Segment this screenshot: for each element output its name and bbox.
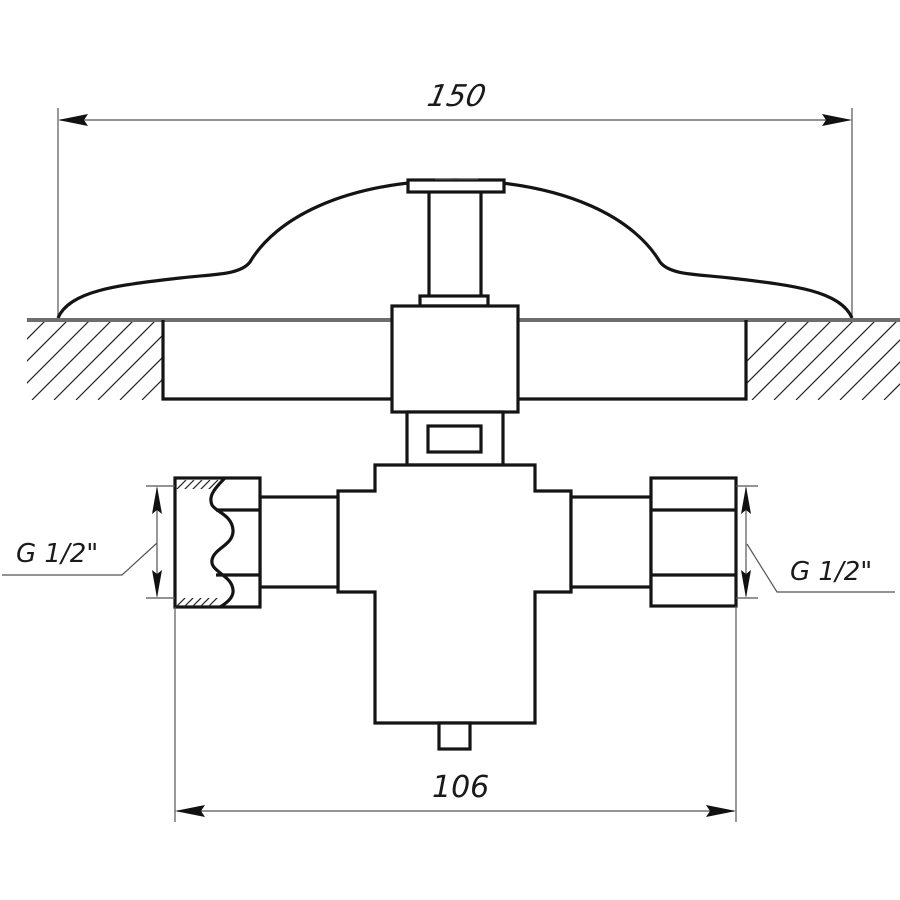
thread-hatching-bottom bbox=[175, 598, 218, 607]
neck-window bbox=[426, 424, 483, 454]
left-thread-dimension: G 1/2" bbox=[2, 485, 175, 599]
thread-profile bbox=[209, 476, 235, 609]
leader-line-left bbox=[2, 542, 158, 576]
arrowhead-up-icon bbox=[741, 486, 751, 514]
arrowhead-up-icon bbox=[152, 486, 162, 514]
right-wall-hatching bbox=[745, 320, 900, 400]
thread-label-right: G 1/2" bbox=[790, 557, 872, 587]
leader-line-right bbox=[746, 543, 895, 593]
inlet-spacing-dimension: 106 bbox=[174, 606, 737, 822]
dimension-label-150: 150 bbox=[424, 79, 489, 114]
right-union-nut bbox=[649, 476, 738, 608]
overall-width-dimension: 150 bbox=[57, 79, 853, 318]
mixer-body bbox=[336, 463, 573, 725]
valve-housing bbox=[390, 304, 520, 414]
left-union-nut bbox=[173, 476, 262, 609]
bottom-outlet bbox=[437, 721, 472, 751]
dimension-label-106: 106 bbox=[432, 770, 489, 805]
right-inlet-pipe bbox=[569, 495, 653, 589]
mounting-flange bbox=[161, 320, 748, 401]
right-thread-dimension: G 1/2" bbox=[736, 485, 895, 599]
arrowhead-left-icon bbox=[175, 805, 205, 817]
arrowhead-left-icon bbox=[58, 114, 88, 126]
arrowhead-right-icon bbox=[706, 805, 736, 817]
thread-label-left: G 1/2" bbox=[16, 539, 98, 569]
arrowhead-right-icon bbox=[822, 114, 852, 126]
stem-cap bbox=[406, 178, 506, 194]
arrowhead-down-icon bbox=[741, 570, 751, 598]
thread-hatching-top bbox=[176, 480, 219, 489]
left-wall-hatching bbox=[27, 320, 163, 400]
arrowhead-down-icon bbox=[152, 570, 162, 598]
left-inlet-pipe bbox=[258, 495, 340, 589]
